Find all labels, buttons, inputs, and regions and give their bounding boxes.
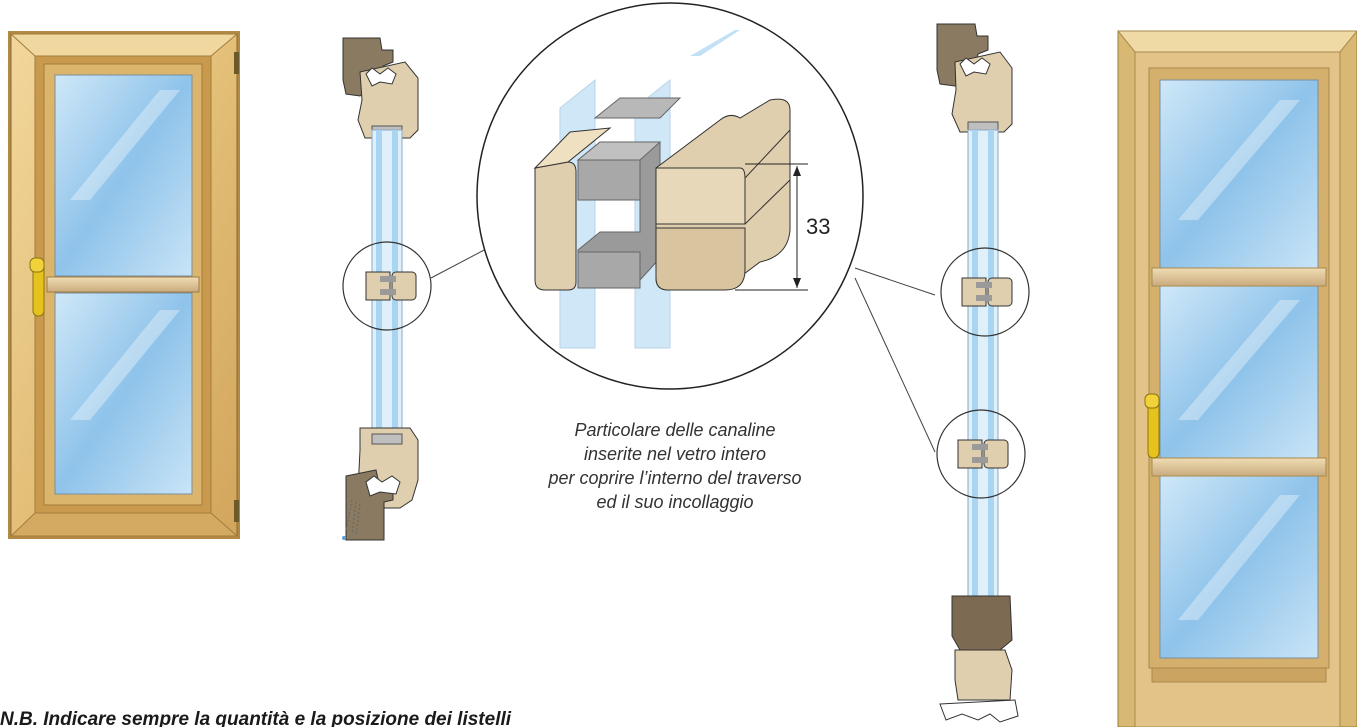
detail-caption: Particolare delle canaline inserite nel … — [520, 418, 830, 514]
detail-circle-left — [342, 241, 432, 331]
detail-circle-right-lower — [936, 409, 1026, 499]
left-profile-section — [342, 37, 489, 541]
window-handle-right — [1144, 393, 1160, 459]
footer-note: N.B. Indicare sempre la quantità e la po… — [0, 709, 512, 727]
dimension-label: 33 — [806, 214, 831, 239]
right-profile-section — [854, 23, 1030, 723]
detail-circle-right-upper — [940, 247, 1030, 337]
caption-line-1: Particolare delle canaline — [574, 420, 776, 440]
caption-line-2: inserite nel vetro intero — [583, 444, 767, 464]
caption-line-3: per coprire l’interno del traverso — [548, 468, 802, 488]
caption-line-4: ed il suo incollaggio — [596, 492, 754, 512]
left-window — [8, 31, 240, 539]
window-handle — [29, 257, 45, 317]
right-window — [1116, 30, 1357, 727]
zoom-detail — [476, 2, 864, 390]
